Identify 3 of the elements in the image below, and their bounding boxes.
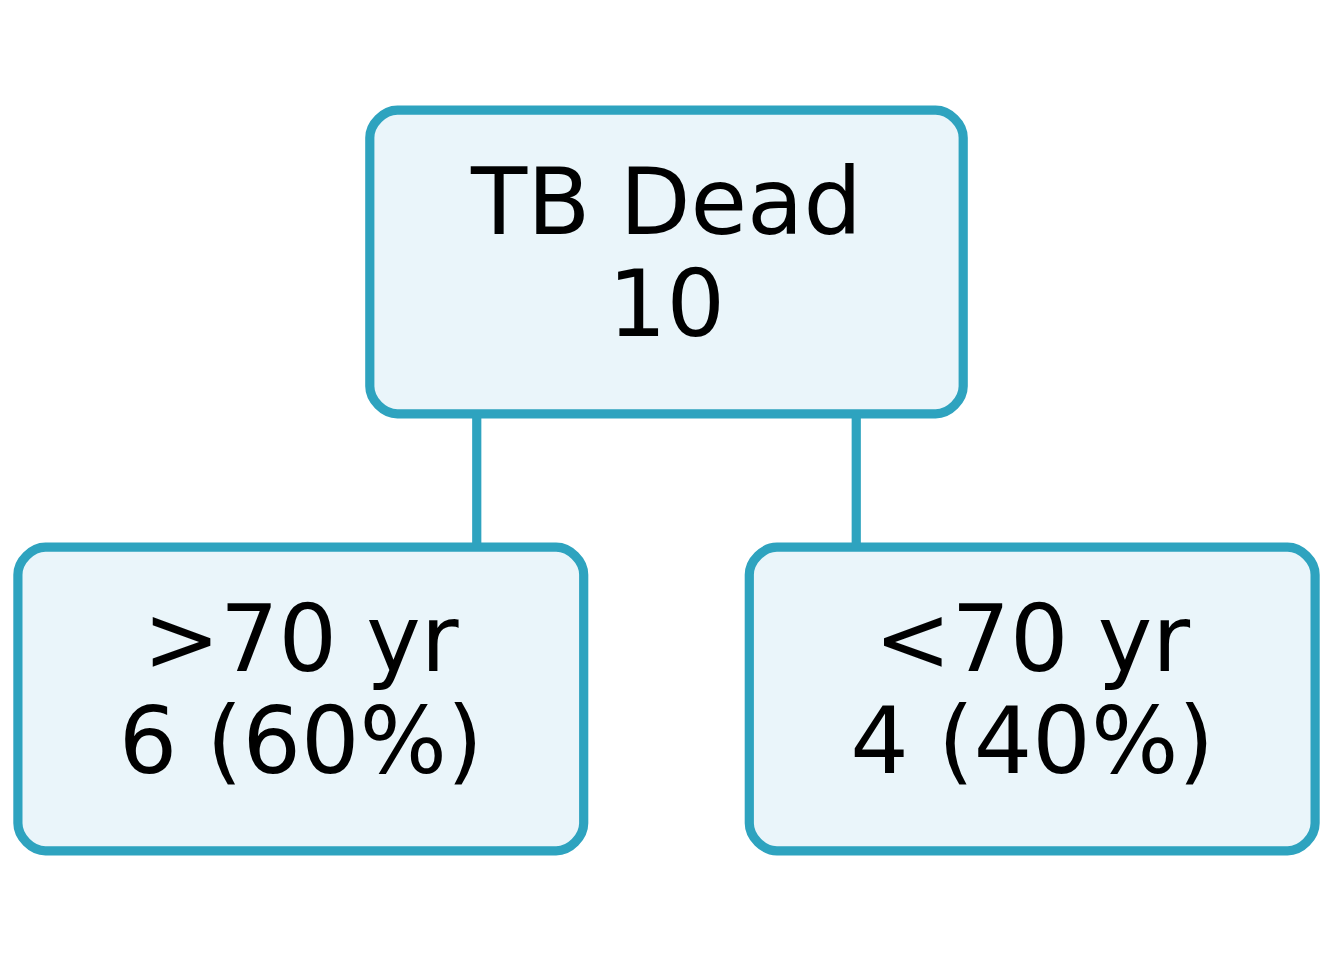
node-box: <70 yr 4 (40%) <box>744 542 1320 856</box>
node-box: TB Dead 10 <box>365 105 968 419</box>
node-box: >70 yr 6 (60%) <box>13 542 589 856</box>
